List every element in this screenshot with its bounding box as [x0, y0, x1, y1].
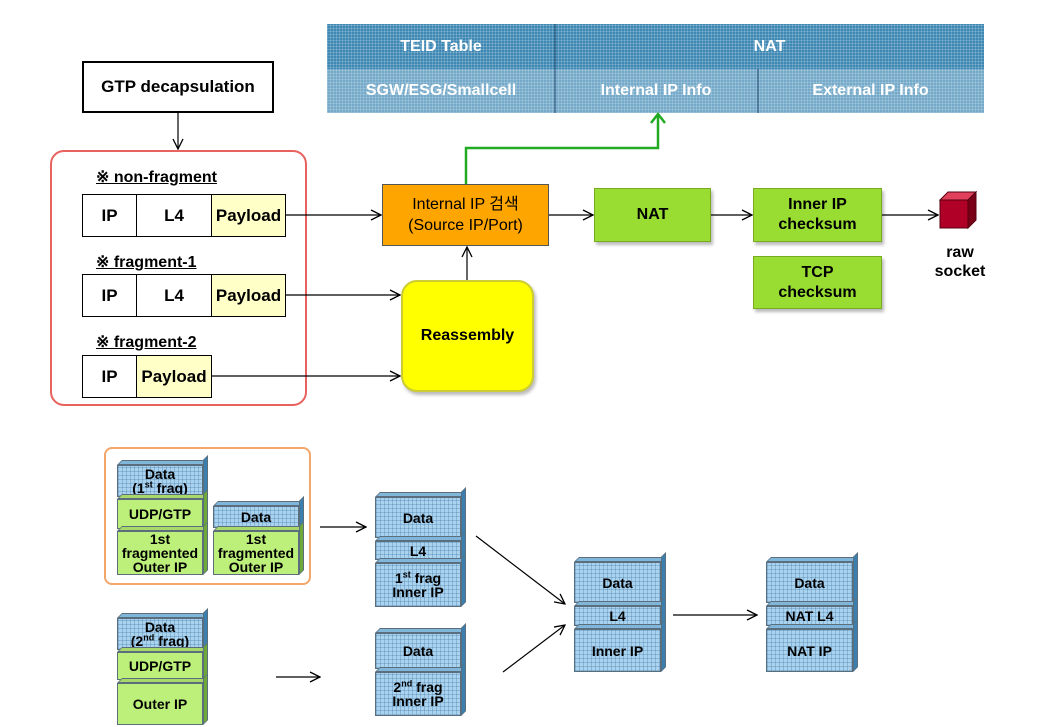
fragment-1-title: ※ fragment-1: [96, 254, 197, 271]
teid-table-header: TEID Table: [400, 37, 482, 55]
reassembly-box: Reassembly: [401, 280, 534, 392]
block-label: 1: [394, 570, 403, 586]
nat-table-row2: [327, 69, 984, 113]
data-1st-frag-block: Data (1st frag): [117, 465, 203, 497]
block-label: Inner IP: [392, 584, 444, 600]
arrow-line: [502, 625, 565, 673]
block-label: fragmented: [121, 545, 199, 561]
block-label: 2: [393, 679, 402, 695]
fragment-group: [50, 150, 307, 406]
internal-ip-search-sublabel: (Source IP/Port): [408, 217, 523, 234]
block-label: Data: [144, 466, 176, 482]
fragment-2-title: ※ fragment-2: [96, 334, 197, 351]
non-fragment-title: ※ non-fragment: [96, 169, 217, 186]
block-label: frag: [412, 679, 443, 695]
inner-ip-checksum-line1: Inner IP: [788, 196, 847, 213]
nat-box: NAT: [594, 188, 711, 242]
block-label: frag: [410, 570, 442, 586]
external-ip-info-column: External IP Info: [812, 82, 929, 99]
inner-ip-block: Inner IP: [574, 629, 661, 672]
packet-ip-field: IP: [82, 194, 137, 237]
gtp-decapsulation-box: GTP decapsulation: [82, 61, 274, 113]
block-label: fragmented: [217, 545, 295, 561]
packet-l4-field: L4: [136, 274, 212, 317]
data-block: Data: [375, 633, 461, 669]
raw-socket-label: raw socket: [920, 243, 1000, 281]
sgw-column: SGW/ESG/Smallcell: [365, 82, 517, 99]
block-label: (2: [130, 633, 144, 649]
lookup-path: [464, 114, 660, 184]
nat-ip-block: NAT IP: [766, 629, 853, 672]
inner-ip-checksum-line2: checksum: [778, 216, 857, 233]
packet-payload-field: Payload: [211, 194, 286, 237]
data-block: Data: [574, 562, 661, 603]
block-label: 1st: [245, 531, 267, 547]
block-label-sup: st: [144, 479, 153, 490]
block-label: (1: [132, 480, 145, 496]
tcp-checksum-line2: checksum: [778, 283, 857, 301]
raw-label: raw: [946, 244, 974, 261]
arrow-line: [475, 535, 565, 604]
data-block: Data: [213, 506, 299, 528]
block-label: Outer IP: [228, 559, 284, 575]
packet-ip-field: IP: [82, 274, 137, 317]
block-label-sup: st: [402, 569, 411, 580]
first-fragment-group: [104, 447, 311, 585]
udp-gtp-block: UDP/GTP: [117, 499, 203, 529]
data-2nd-frag-block: Data (2nd frag): [117, 618, 203, 650]
socket-label: socket: [934, 263, 986, 280]
internal-ip-search-box: Internal IP 검색 (Source IP/Port): [382, 184, 549, 246]
inner-ip-checksum-box: Inner IP checksum: [753, 188, 882, 242]
packet-payload-field: Payload: [136, 355, 212, 398]
nat-l4-block: NAT L4: [766, 606, 853, 626]
packet-l4-field: L4: [136, 194, 212, 237]
l4-block: L4: [574, 606, 661, 626]
data-block: Data: [375, 497, 461, 538]
l4-block: L4: [375, 541, 461, 560]
nat-table: TEID Table NAT SGW/ESG/Smallcell Interna…: [327, 24, 984, 113]
internal-ip-search-label: Internal IP 검색: [412, 196, 519, 213]
block-label: 1st: [149, 531, 171, 547]
block-label: Outer IP: [132, 559, 188, 575]
block-label-sup: nd: [401, 678, 413, 689]
data-block: Data: [766, 562, 853, 603]
lookup-arrowhead: [650, 111, 666, 124]
nat-header: NAT: [753, 37, 786, 55]
tcp-checksum-line1: TCP: [801, 263, 834, 281]
block-label: Inner IP: [392, 693, 444, 709]
tcp-checksum-box: TCP checksum: [753, 256, 882, 309]
packet-ip-field: IP: [82, 355, 137, 398]
udp-gtp-block: UDP/GTP: [117, 652, 203, 680]
outer-ip-block: Outer IP: [117, 683, 203, 725]
packet-payload-field: Payload: [211, 274, 286, 317]
internal-ip-info-column: Internal IP Info: [600, 82, 712, 99]
block-label: frag): [152, 480, 188, 496]
block-label-sup: nd: [143, 632, 155, 643]
block-label: Data: [144, 619, 176, 635]
block-label: frag): [154, 633, 190, 649]
table-divider: [757, 69, 759, 113]
table-divider: [554, 24, 556, 113]
